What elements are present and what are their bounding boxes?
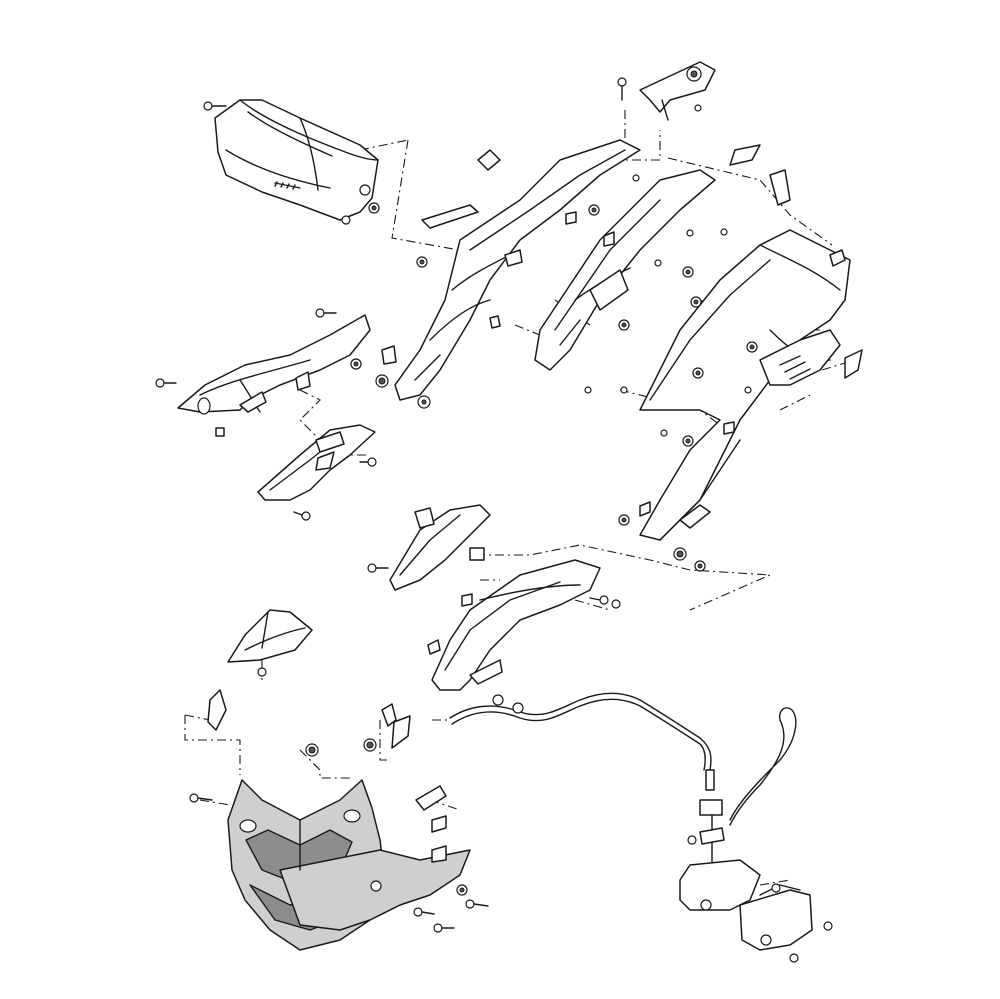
hardware	[155, 77, 833, 963]
reservoir-tank	[679, 707, 813, 951]
inner-panel-left	[257, 424, 376, 501]
inner-panel-right	[389, 504, 491, 591]
grommet-icon	[257, 202, 758, 896]
tail-cover-assembly	[639, 61, 863, 541]
front-cowl	[227, 779, 471, 951]
windscreen	[227, 609, 313, 663]
rear-cowl-frame-left	[394, 139, 641, 401]
screw-icon	[155, 77, 833, 963]
side-cover-left	[177, 314, 371, 437]
upper-side-cover-left	[214, 99, 379, 225]
lower-fairing-side	[427, 559, 601, 691]
clip-icon	[207, 211, 735, 863]
rear-cowl-frame-right	[534, 169, 716, 371]
cable-line	[449, 692, 715, 791]
